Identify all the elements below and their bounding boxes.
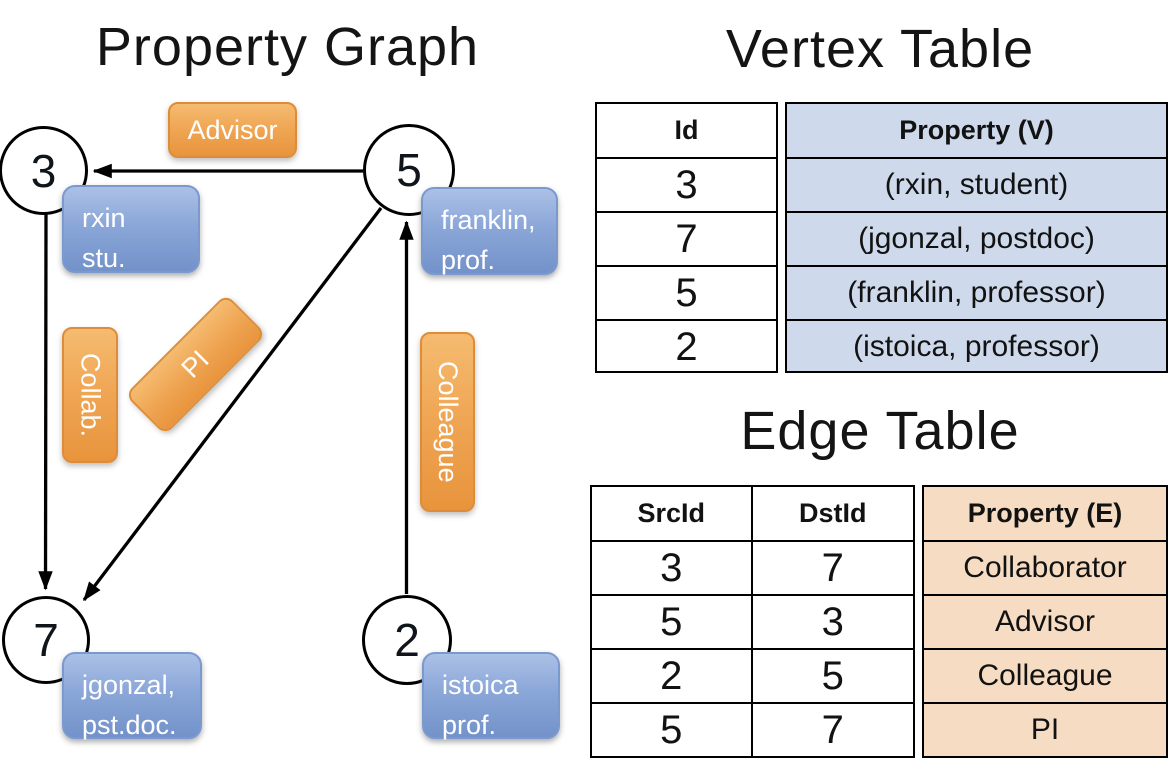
edge-table-dstid-cell: 5 — [752, 648, 913, 702]
graph-edges-svg — [38, 163, 414, 602]
edge-label-collab: Collab. — [62, 327, 118, 463]
node-box-line2: pst.doc. — [82, 709, 177, 740]
node-box-line1: jgonzal, — [82, 670, 176, 700]
edge-table-header-dstid: DstId — [799, 498, 867, 528]
node-box-line1: franklin, — [441, 205, 536, 235]
vertex-table-property-column: Property (V) (rxin, student) (jgonzal, p… — [785, 102, 1168, 373]
edge-pi-5-to-7 — [82, 207, 383, 602]
edge-label-colleague: Colleague — [420, 332, 475, 512]
edge-table-property-column: Property (E) Collaborator Advisor Collea… — [922, 485, 1168, 758]
edge-table-property-cell: Colleague — [924, 648, 1166, 702]
vertex-id-2: 2 — [394, 614, 420, 666]
vertex-id-5: 5 — [396, 144, 422, 196]
vertex-table-property-cell: (istoica, professor) — [787, 319, 1166, 373]
edge-table-srcid-cell: 5 — [592, 594, 753, 648]
edge-table-dstid-cell: 7 — [752, 702, 913, 756]
vertex-table-header-property: Property (V) — [899, 115, 1054, 145]
node-box-rxin: rxin stu. — [62, 185, 200, 273]
vertex-table-header-id: Id — [674, 115, 699, 145]
vertex-table-id-cell: 7 — [597, 211, 776, 265]
edge-table-srcid-cell: 3 — [592, 540, 753, 594]
node-box-jgonzal: jgonzal, pst.doc. — [62, 652, 202, 740]
node-box-line2: stu. — [82, 242, 126, 273]
edge-table-property-cell: Advisor — [924, 594, 1166, 648]
node-box-franklin: franklin, prof. — [421, 187, 558, 275]
property-graph-title: Property Graph — [95, 17, 480, 77]
vertex-table-property-cell: (franklin, professor) — [787, 265, 1166, 319]
edge-table-dstid-cell: 7 — [752, 540, 913, 594]
edge-table-dstid-cell: 3 — [752, 594, 913, 648]
edge-label-advisor: Advisor — [168, 102, 297, 158]
node-box-line2: prof. — [442, 709, 497, 740]
edge-table-header-property: Property (E) — [967, 498, 1123, 528]
edge-table-id-columns: SrcId DstId 3 7 5 3 2 5 5 7 — [590, 485, 915, 758]
edge-table-srcid-cell: 2 — [592, 648, 753, 702]
vertex-table-id-column: Id 3 7 5 2 — [595, 102, 778, 373]
vertex-table-property-cell: (jgonzal, postdoc) — [787, 211, 1166, 265]
edge-table-srcid-cell: 5 — [592, 702, 753, 756]
edge-table-header-srcid: SrcId — [592, 487, 753, 540]
node-box-line1: istoica — [442, 670, 519, 700]
node-box-line1: rxin — [82, 203, 126, 233]
vertex-id-7: 7 — [33, 614, 59, 666]
edge-table-property-cell: PI — [924, 702, 1166, 756]
vertex-table-id-cell: 3 — [597, 157, 776, 211]
edge-table-property-cell: Collaborator — [924, 540, 1166, 594]
node-box-line2: prof. — [441, 244, 496, 275]
vertex-table-id-cell: 2 — [597, 319, 776, 373]
vertex-table-id-cell: 5 — [597, 265, 776, 319]
edge-collab-3-to-7 — [38, 213, 53, 591]
node-box-istoica: istoica prof. — [422, 652, 560, 740]
vertex-table-property-cell: (rxin, student) — [787, 157, 1166, 211]
vertex-table-title: Vertex Table — [725, 19, 1035, 79]
edge-table-title: Edge Table — [740, 401, 1020, 461]
vertex-id-3: 3 — [30, 144, 57, 197]
